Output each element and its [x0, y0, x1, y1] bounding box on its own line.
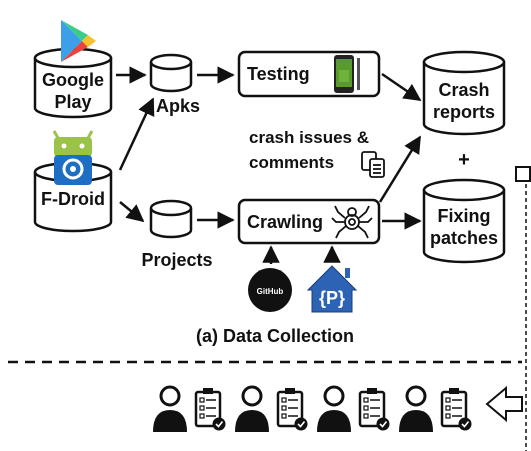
google-play-icon: [61, 20, 96, 62]
p-house-icon: [306, 265, 358, 313]
crash-reports-label-2: reports: [433, 102, 495, 122]
spider-icon: [331, 205, 373, 239]
projects-label: Projects: [141, 250, 212, 270]
checklist-icon: [194, 388, 226, 431]
crawling-label: Crawling: [247, 212, 323, 232]
fdroid-label: F-Droid: [41, 189, 105, 209]
checklist-icon: [358, 388, 390, 431]
github-icon: [248, 268, 292, 312]
github-label: GitHub: [257, 287, 284, 296]
person-icon: [235, 385, 269, 432]
apks-database: [149, 53, 193, 93]
phone-icon: [334, 55, 360, 93]
fixing-patches-label-2: patches: [430, 228, 498, 248]
annotation-line-2: comments: [249, 153, 334, 172]
person-icon: [399, 385, 433, 432]
arrows: [116, 66, 422, 264]
person-icon: [153, 385, 187, 432]
crash-reports-database: [422, 50, 506, 136]
google-play-label-1: Google: [42, 70, 104, 90]
p-logo-label: {P}: [319, 288, 345, 308]
hollow-left-arrow: [485, 385, 523, 423]
google-play-label-2: Play: [54, 92, 91, 112]
reviewers-row: [153, 385, 472, 432]
annotation-line-1: crash issues &: [249, 128, 369, 147]
plus-sign: +: [458, 149, 470, 171]
testing-label: Testing: [247, 64, 310, 84]
caption: (a) Data Collection: [196, 326, 354, 346]
crawling-box: [237, 198, 381, 245]
crash-reports-label-1: Crash: [438, 80, 489, 100]
fdroid-icon: [52, 130, 94, 185]
checklist-icon: [276, 388, 308, 431]
fixing-patches-label-1: Fixing: [438, 206, 491, 226]
projects-database: [149, 199, 193, 239]
apks-label: Apks: [156, 96, 200, 116]
partial-box-right: [515, 166, 531, 182]
person-icon: [317, 385, 351, 432]
fixing-patches-database: [422, 178, 506, 264]
documents-icon: [361, 151, 385, 178]
checklist-icon: [440, 388, 472, 431]
